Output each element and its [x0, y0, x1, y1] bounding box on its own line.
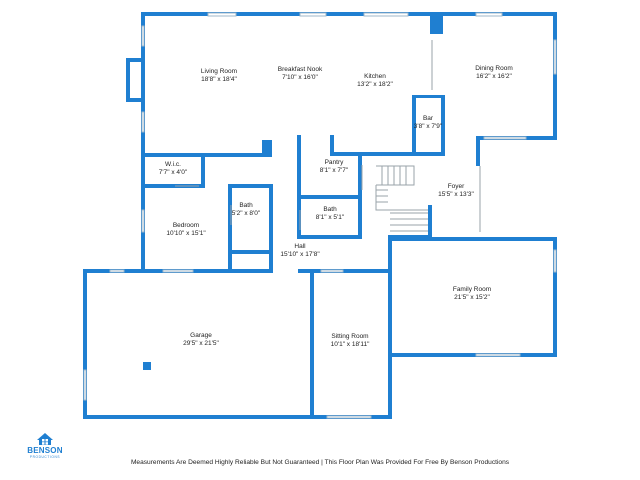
room-label-pantry: Pantry 8'1" x 7'7" — [320, 159, 349, 174]
room-label-foyer: Foyer 15'5" x 13'3" — [438, 183, 474, 198]
walls — [83, 12, 557, 419]
room-label-dining: Dining Room 16'2" x 16'2" — [475, 65, 513, 80]
staircase — [375, 165, 428, 232]
room-label-hall: Hall 15'10" x 17'8" — [280, 243, 320, 258]
svg-text:Sitting Room: Sitting Room — [331, 333, 368, 340]
room-label-bar: Bar 3'8" x 7'9" — [414, 115, 443, 130]
room-label-bedroom: Bedroom 10'10" x 15'1" — [166, 222, 206, 237]
svg-text:Garage: Garage — [190, 332, 212, 339]
room-label-breakfast: Breakfast Nook 7'10" x 16'0" — [278, 66, 323, 81]
svg-text:Bath: Bath — [323, 206, 337, 213]
svg-text:29'5" x 21'5": 29'5" x 21'5" — [183, 340, 219, 347]
svg-text:10'10" x 15'1": 10'10" x 15'1" — [166, 230, 206, 237]
svg-text:Bedroom: Bedroom — [173, 222, 199, 229]
svg-text:10'1" x 18'11": 10'1" x 18'11" — [331, 341, 370, 348]
svg-text:Foyer: Foyer — [448, 183, 465, 190]
svg-text:18'8" x 18'4": 18'8" x 18'4" — [201, 76, 237, 83]
svg-text:Family Room: Family Room — [453, 286, 491, 293]
brand-logo-text: BENSON — [27, 446, 63, 455]
svg-text:Bath: Bath — [239, 202, 253, 209]
svg-text:7'10" x 16'0": 7'10" x 16'0" — [282, 74, 318, 81]
room-label-bath-2: Bath 8'1" x 5'1" — [316, 206, 345, 221]
room-label-sitting: Sitting Room 10'1" x 18'11" — [331, 333, 370, 348]
svg-text:Living Room: Living Room — [201, 68, 237, 75]
house-logo-icon — [37, 433, 53, 445]
svg-text:W.i.c.: W.i.c. — [165, 161, 181, 168]
svg-text:5'2" x 8'0": 5'2" x 8'0" — [232, 210, 261, 217]
disclaimer-footer: Measurements Are Deemed Highly Reliable … — [130, 459, 510, 466]
svg-text:8'1" x 7'7": 8'1" x 7'7" — [320, 167, 349, 174]
brand-logo-subtext: PRODUCTIONS — [29, 455, 61, 459]
room-label-wic: W.i.c. 7'7" x 4'0" — [159, 161, 188, 176]
svg-text:Breakfast Nook: Breakfast Nook — [278, 66, 323, 73]
svg-text:Bar: Bar — [423, 115, 434, 122]
room-label-garage: Garage 29'5" x 21'5" — [183, 332, 219, 347]
svg-text:16'2" x 16'2": 16'2" x 16'2" — [476, 73, 512, 80]
svg-text:15'10" x 17'8": 15'10" x 17'8" — [280, 251, 320, 258]
room-label-living: Living Room 18'8" x 18'4" — [201, 68, 238, 83]
room-label-bath-1: Bath 5'2" x 8'0" — [232, 202, 261, 217]
svg-text:Pantry: Pantry — [325, 159, 345, 166]
svg-text:13'2" x 18'2": 13'2" x 18'2" — [357, 81, 393, 88]
doors — [175, 40, 481, 232]
room-label-family: Family Room 21'5" x 15'2" — [453, 286, 491, 301]
svg-text:Dining Room: Dining Room — [475, 65, 513, 72]
svg-text:Hall: Hall — [294, 243, 306, 250]
svg-text:8'1" x 5'1": 8'1" x 5'1" — [316, 214, 345, 221]
svg-text:7'7" x 4'0": 7'7" x 4'0" — [159, 169, 188, 176]
svg-text:15'5" x 13'3": 15'5" x 13'3" — [438, 191, 474, 198]
svg-text:21'5" x 15'2": 21'5" x 15'2" — [454, 294, 490, 301]
windows — [83, 12, 557, 419]
svg-text:Kitchen: Kitchen — [364, 73, 386, 80]
svg-text:3'8" x 7'9": 3'8" x 7'9" — [414, 123, 443, 130]
room-label-kitchen: Kitchen 13'2" x 18'2" — [357, 73, 393, 88]
